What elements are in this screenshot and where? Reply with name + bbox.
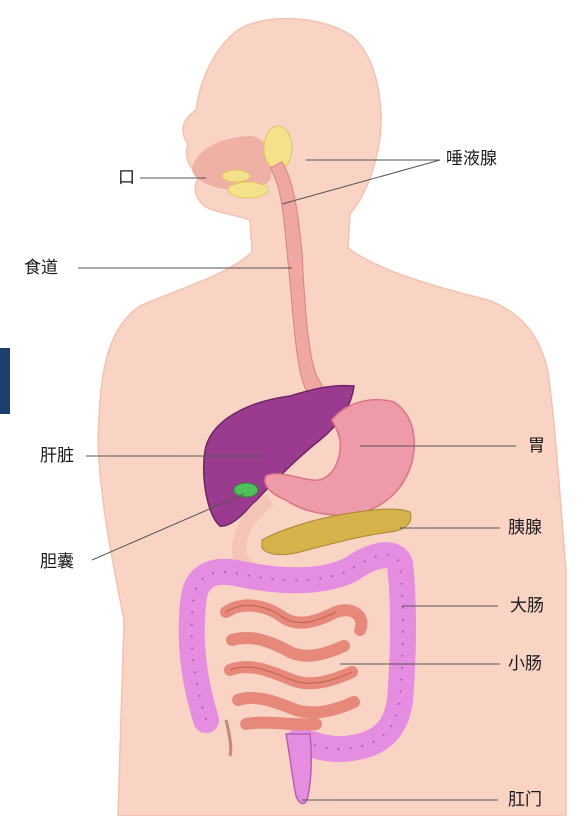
label-small-intestine: 小肠 [508,654,542,674]
label-pancreas: 胰腺 [508,518,542,538]
parotid-gland [264,126,292,170]
label-mouth: 口 [118,168,135,188]
sublingual-gland [222,170,250,182]
label-anus: 肛门 [508,790,542,810]
gallbladder [234,483,258,497]
label-liver: 肝脏 [40,446,74,466]
label-esophagus: 食道 [24,258,58,278]
label-salivary-glands: 唾液腺 [446,149,497,169]
label-large-intestine: 大肠 [510,596,544,616]
submandibular-gland [228,182,268,198]
label-stomach: 胃 [528,436,545,456]
label-gallbladder: 胆囊 [40,552,74,572]
